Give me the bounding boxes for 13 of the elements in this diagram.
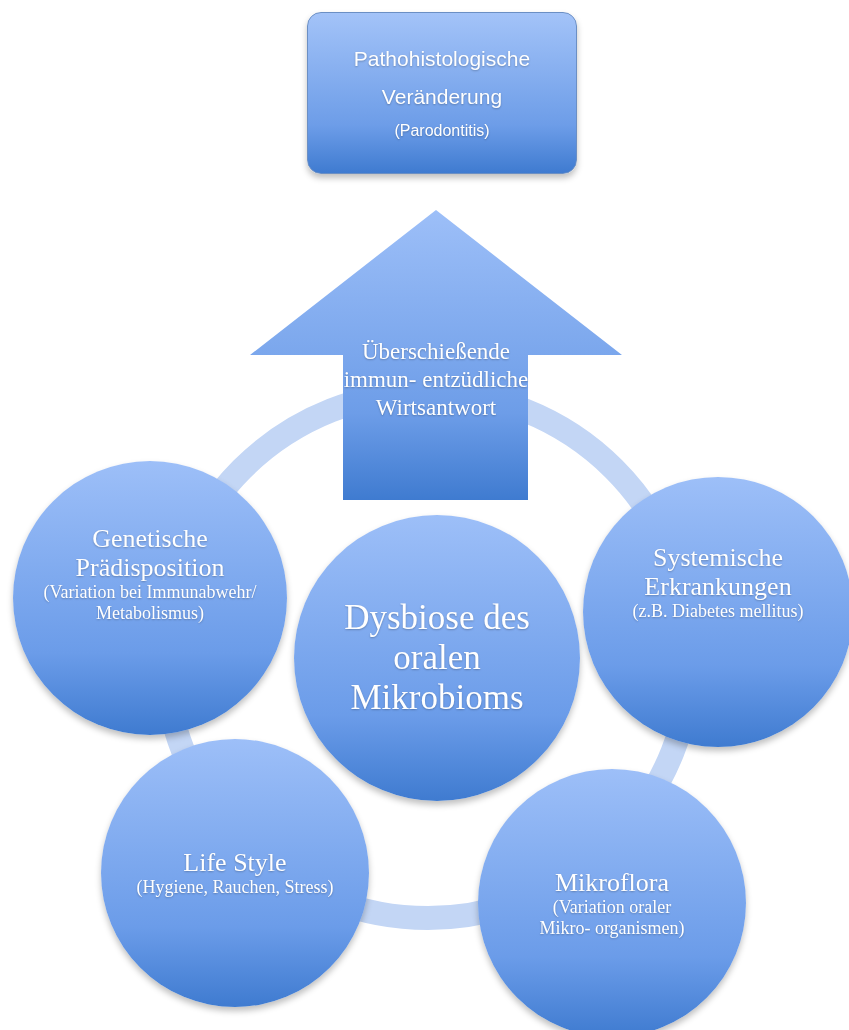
node-title: Systemische Erkrankungen [643,542,793,601]
node-subtitle: (z.B. Diabetes mellitus) [631,600,805,622]
node-title: Life Style [182,848,288,877]
node-title: Dysbiose des oralen Mikrobioms [343,598,531,718]
node-subtitle: (Hygiene, Rauchen, Stress) [135,877,335,898]
node-subtitle: (Variation oraler Mikro- organismen) [538,896,686,939]
node-subtitle: (Parodontitis) [393,121,491,141]
node-title: Pathohistologische Veränderung [352,46,532,110]
node-subtitle: (Variation bei Immunabwehr/ Metabolismus) [42,582,258,624]
rounded-box [307,12,577,174]
node-title: Genetische Prädisposition [74,524,226,582]
node-title: Mikroflora [553,867,671,897]
node-title: Überschießende immun- entzüdliche Wirtsantwort [342,338,530,422]
